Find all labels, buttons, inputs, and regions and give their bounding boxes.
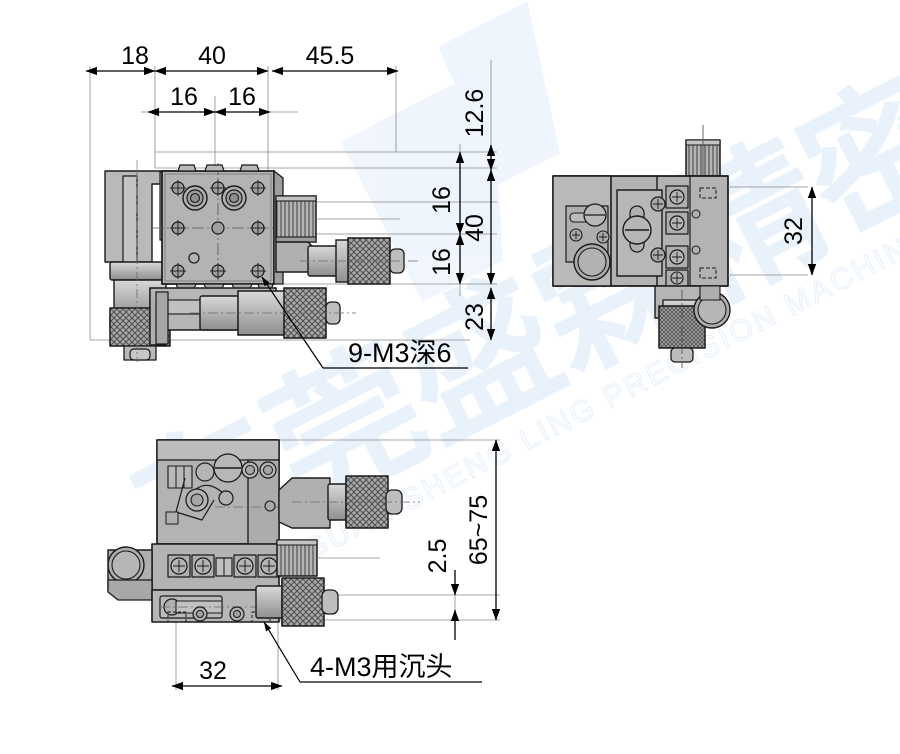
front-view — [107, 439, 500, 690]
callout-9-m3-text: 9-M3深6 — [348, 338, 452, 368]
front-view-dimensions — [450, 439, 501, 640]
dim-v40-text: 40 — [461, 214, 489, 242]
callout-4-m3-text: 4-M3用沉头 — [310, 652, 453, 682]
dim-v23-text: 23 — [461, 303, 489, 331]
front-view-upper-micrometer — [264, 475, 420, 529]
dim-f32-text: 32 — [199, 657, 227, 685]
side-adjust-knob — [275, 195, 400, 243]
side-view — [552, 125, 731, 368]
front-view-base — [151, 577, 339, 627]
m3-tapped-holes — [170, 180, 266, 279]
callout-9-m3: 9-M3深6 — [261, 276, 468, 369]
side-view-left-internals — [565, 203, 611, 281]
dim-16a-text: 16 — [170, 83, 198, 111]
dim-16b-text: 16 — [228, 83, 256, 111]
dim-f2_5-text: 2.5 — [424, 539, 452, 574]
side-view-screw-column — [665, 185, 717, 287]
dim-v16a-text: 16 — [428, 186, 456, 214]
side-view-lower-micrometer — [654, 285, 731, 368]
small-hole — [188, 252, 200, 264]
dim-v16b-text: 16 — [428, 248, 456, 276]
dim-f65_75-text: 65~75 — [465, 495, 493, 565]
dim-45_5-text: 45.5 — [306, 42, 355, 70]
side-view-dimension-32 — [728, 186, 817, 276]
dim-18-text: 18 — [121, 42, 149, 70]
front-view-linkage — [165, 453, 278, 525]
right-micrometer — [275, 237, 420, 285]
top-view — [89, 66, 497, 362]
counterbore-holes — [182, 185, 247, 211]
dim-v12_6-text: 12.6 — [461, 89, 489, 138]
callout-4-m3: 4-M3用沉头 — [263, 621, 482, 683]
dim-s32-text: 32 — [780, 217, 808, 245]
dim-40-text: 40 — [198, 42, 226, 70]
front-view-middle-plate — [107, 543, 281, 601]
top-edge-caps — [177, 164, 260, 172]
lower-micrometer — [190, 287, 356, 339]
front-view-side-knob — [276, 539, 380, 577]
side-view-middle-plate — [616, 189, 666, 277]
